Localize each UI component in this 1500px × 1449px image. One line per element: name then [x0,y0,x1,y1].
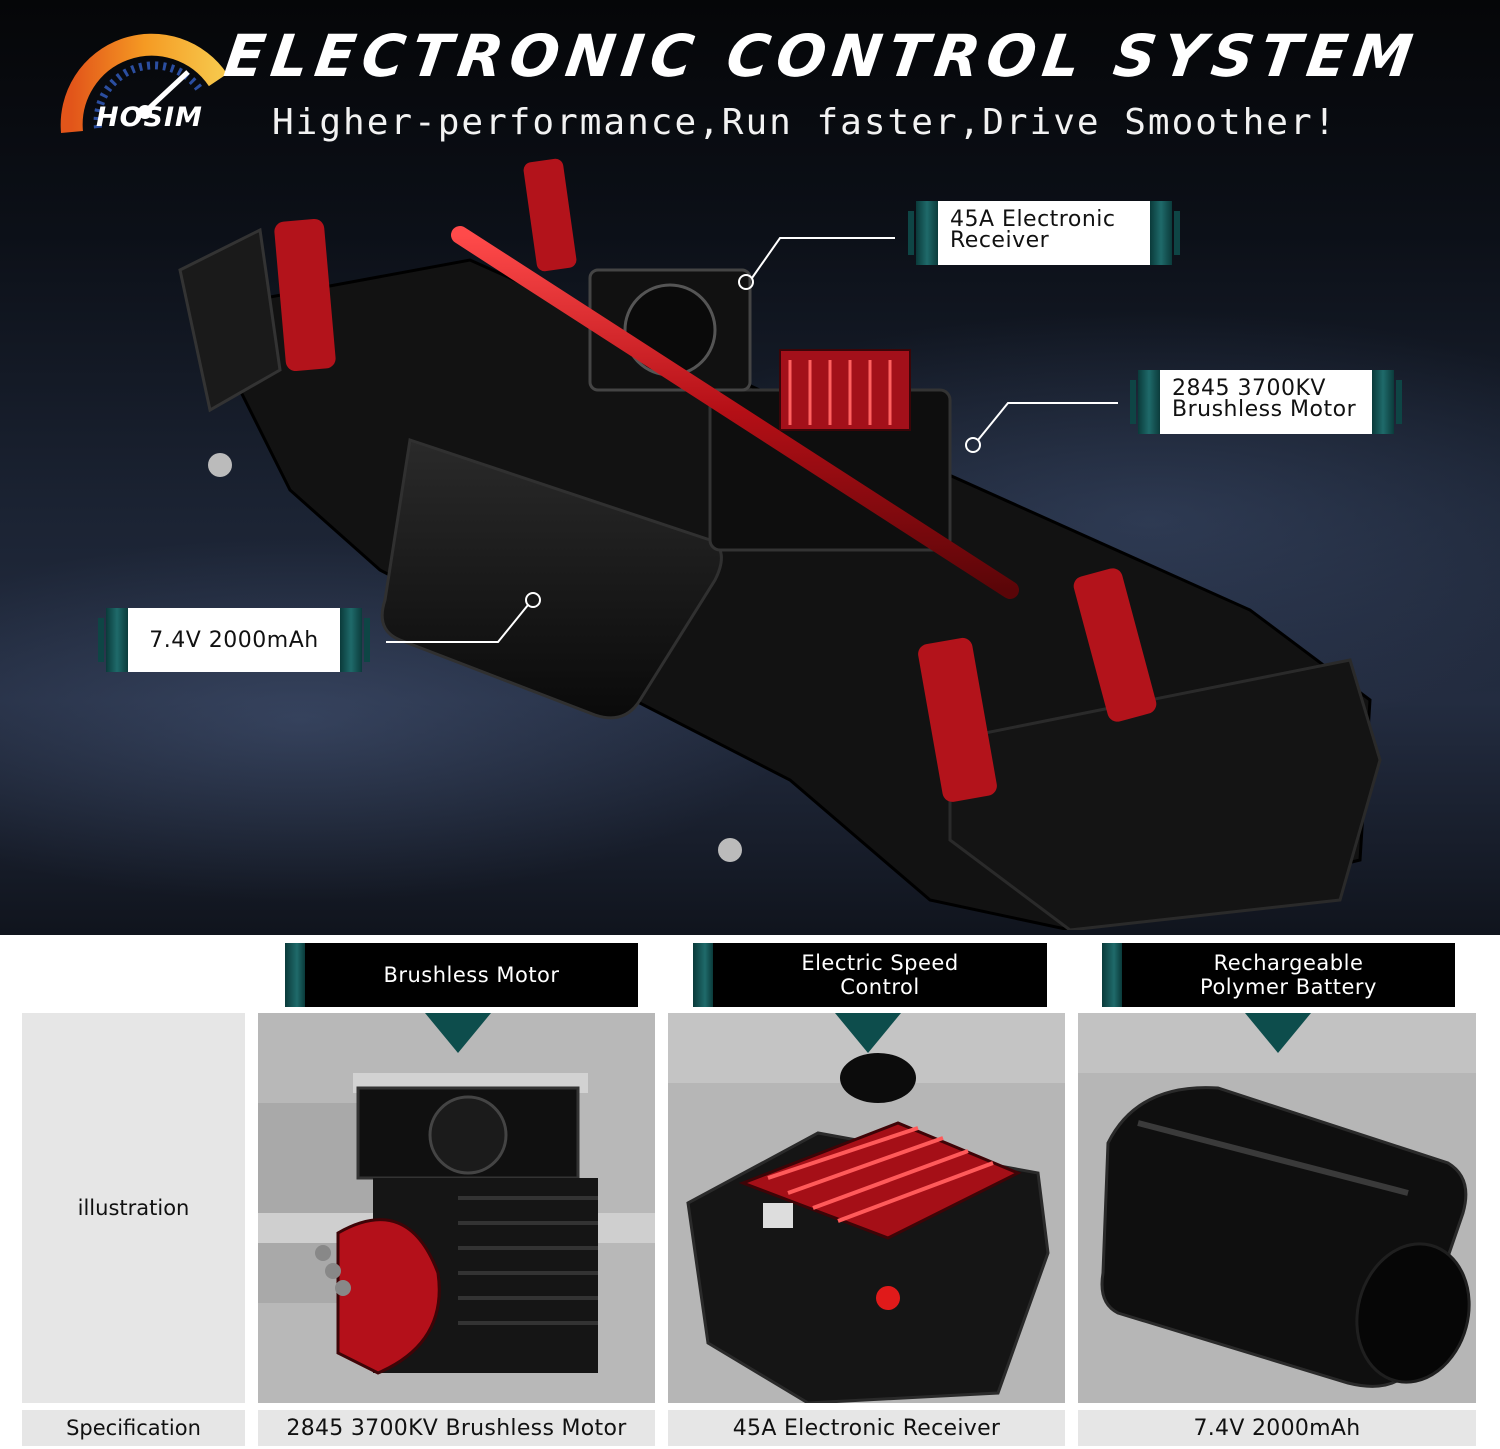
callout-motor-line-1: 2845 3700KV [1172,376,1326,401]
battery-icon [1078,1013,1476,1403]
brand-name: HOSIM [96,102,203,133]
callout-receiver-line-2: Receiver [950,228,1050,253]
callout-motor-line-2: Brushless Motor [1172,397,1357,422]
callout-receiver-line-1: 45A Electronic [950,207,1116,232]
column-header-esc: Electric Speed Control [713,943,1047,1007]
hero-banner: HOSIM ELECTRONIC CONTROL SYSTEM Higher-p… [0,0,1500,935]
row-label-specification: Specification [22,1410,245,1446]
illustration-battery [1078,1013,1476,1403]
column-header-label: Control [840,975,920,999]
illustration-brushless-motor [258,1013,655,1403]
column-header-label: Polymer Battery [1200,975,1377,999]
spec-esc: 45A Electronic Receiver [668,1410,1065,1446]
pointer-arrow-icon [1245,1013,1311,1053]
spec-brushless-motor: 2845 3700KV Brushless Motor [258,1410,655,1446]
column-header-label: Electric Speed [801,951,959,975]
callout-receiver: 45A Electronic Receiver [908,201,1180,265]
row-label-illustration: illustration [22,1013,245,1403]
column-header-battery: Rechargeable Polymer Battery [1122,943,1455,1007]
pointer-arrow-icon [835,1013,901,1053]
callout-motor: 2845 3700KV Brushless Motor [1130,370,1402,434]
header-accent-motor [285,943,305,1007]
page-subtitle: Higher-performance,Run faster,Drive Smoo… [272,102,1338,143]
callout-battery: 7.4V 2000mAh [98,608,370,672]
pointer-arrow-icon [425,1013,491,1053]
spec-battery: 7.4V 2000mAh [1078,1410,1476,1446]
rc-chassis-illustration [178,158,1382,930]
column-header-brushless-motor: Brushless Motor [305,943,638,1007]
illustration-esc [668,1013,1065,1403]
column-header-label: Rechargeable [1213,951,1364,975]
page-title: ELECTRONIC CONTROL SYSTEM [220,22,1424,90]
brushless-motor-icon [258,1013,655,1403]
column-header-label: Brushless Motor [383,963,560,987]
speedometer-logo-icon [60,33,228,133]
callout-battery-line-1: 7.4V 2000mAh [149,627,319,653]
esc-icon [668,1013,1065,1403]
header-accent-battery [1102,943,1122,1007]
header-accent-esc [693,943,713,1007]
